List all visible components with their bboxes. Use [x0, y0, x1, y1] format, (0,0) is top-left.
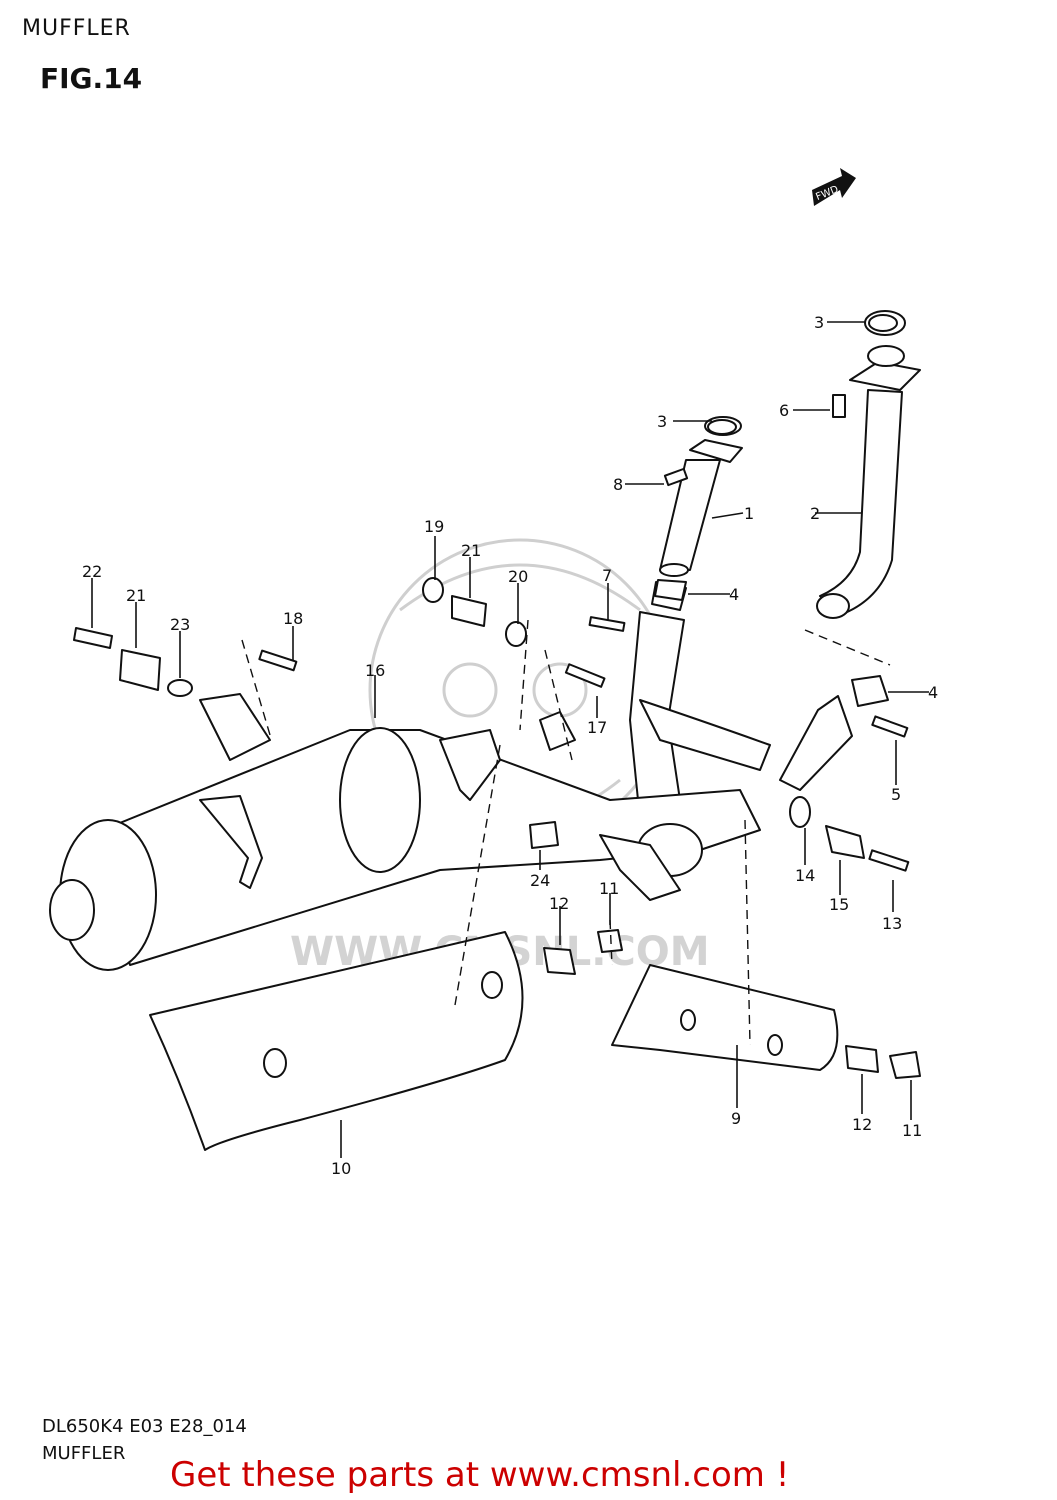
callout-label: 10	[331, 1159, 351, 1178]
callout-label: 15	[829, 895, 849, 914]
callout-label: 9	[731, 1109, 741, 1128]
callout-label: 16	[365, 661, 385, 680]
callout-label: 3	[657, 412, 667, 431]
callout-label: 14	[795, 866, 815, 885]
callout-label: 13	[882, 914, 902, 933]
callout-label: 3	[814, 313, 824, 332]
callout-label: 11	[902, 1121, 922, 1140]
callout-label: 11	[599, 879, 619, 898]
callout-label: 24	[530, 871, 550, 890]
callout-label: 20	[508, 567, 528, 586]
callout-label: 2	[810, 504, 820, 523]
callout-label: 19	[424, 517, 444, 536]
heat-shield-9	[611, 964, 839, 1071]
callout-label: 12	[549, 894, 569, 913]
promo-link[interactable]: Get these parts at www.cmsnl.com !	[170, 1455, 790, 1495]
callout-label: 17	[587, 718, 607, 737]
fwd-label: FWD	[814, 184, 840, 203]
callout-label: 4	[928, 683, 938, 702]
callout-label: 7	[602, 566, 612, 585]
model-code: DL650K4 E03 E28_014	[42, 1416, 247, 1437]
assembly-lines	[241, 619, 891, 1046]
callout-label: 21	[126, 586, 146, 605]
callout-label: 12	[852, 1115, 872, 1134]
callout-label: 8	[613, 475, 623, 494]
callout-label: 22	[82, 562, 102, 581]
exhaust-pipe-2	[816, 310, 921, 619]
footer-title: MUFFLER	[42, 1443, 126, 1464]
callout-numbers: 1 2 3 3 4 4 5 6 7 8 9 10 11 11 12 12 13 …	[82, 313, 938, 1178]
callout-label: 21	[461, 541, 481, 560]
figure-number: FIG.14	[40, 62, 143, 95]
leader-lines	[91, 321, 929, 1158]
callout-label: 23	[170, 615, 190, 634]
callout-label: 4	[729, 585, 739, 604]
muffler-16	[49, 693, 771, 971]
callout-label: 1	[744, 504, 754, 523]
section-title: MUFFLER	[22, 16, 131, 41]
heat-shield-10	[149, 931, 524, 1151]
callout-label: 18	[283, 609, 303, 628]
forward-arrow-icon: FWD	[812, 168, 856, 206]
fasteners	[73, 314, 921, 1079]
callout-label: 5	[891, 785, 901, 804]
callout-label: 6	[779, 401, 789, 420]
